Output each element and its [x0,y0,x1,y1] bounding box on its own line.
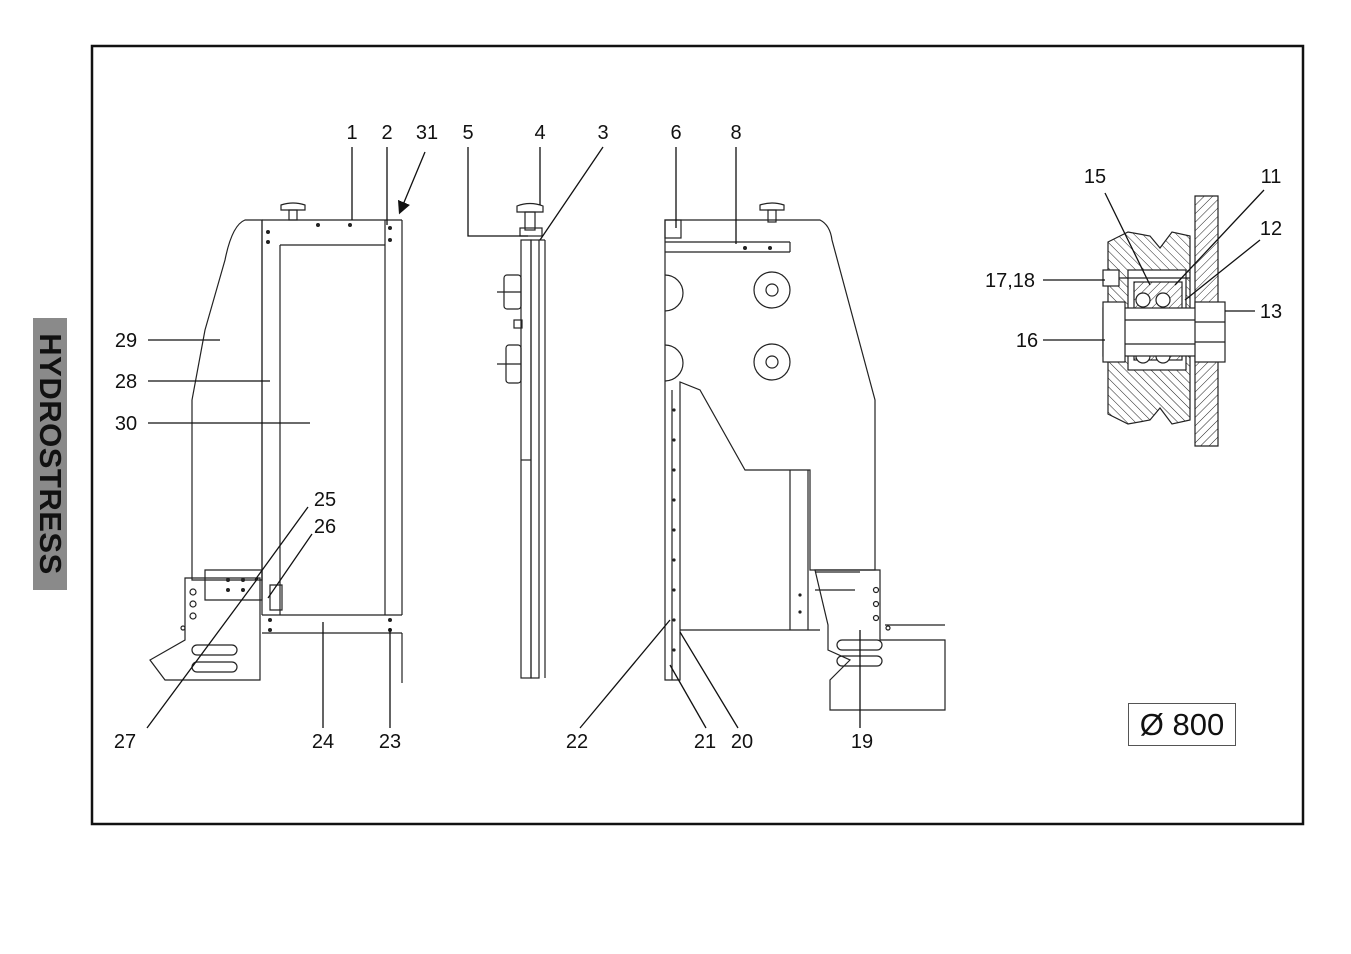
side-view [497,202,546,679]
callout-4: 4 [534,122,545,144]
callout-12: 12 [1260,218,1282,240]
callout-21: 21 [694,731,716,753]
callout-8: 8 [730,122,741,144]
callout-2: 2 [381,122,392,144]
callout-5: 5 [462,122,473,144]
callout-3: 3 [597,122,608,144]
callout-29: 29 [115,330,137,352]
diameter-label-box: Ø 800 [1128,703,1236,746]
callout-11: 11 [1261,166,1282,188]
callout-13: 13 [1260,301,1282,323]
callout-27: 27 [114,731,136,753]
callout-26: 26 [314,516,336,538]
leader-lines [146,146,1265,729]
rear-view [664,202,946,711]
callout-1: 1 [346,122,357,144]
callout-15: 15 [1084,166,1106,188]
callout-23: 23 [379,731,401,753]
front-view [149,202,403,683]
diameter-label: Ø 800 [1139,706,1225,742]
callout-16: 16 [1016,330,1038,352]
brand-sidebar: HYDROSTRESS [33,318,68,590]
callout-22: 22 [566,731,588,753]
callout-20: 20 [731,731,753,753]
callout-30: 30 [115,413,137,435]
callout-31: 31 [416,122,438,144]
callout-19: 19 [851,731,873,753]
callout-25: 25 [314,489,336,511]
callout-24: 24 [312,731,334,753]
callout-labels: 1 2 31 5 4 3 6 8 15 11 12 17,18 13 16 29… [114,122,1282,753]
callout-28: 28 [115,371,137,393]
callout-17-18: 17,18 [985,270,1035,292]
drawing-frame [90,44,1305,826]
bearing-detail-view [1102,195,1226,447]
callout-6: 6 [670,122,681,144]
